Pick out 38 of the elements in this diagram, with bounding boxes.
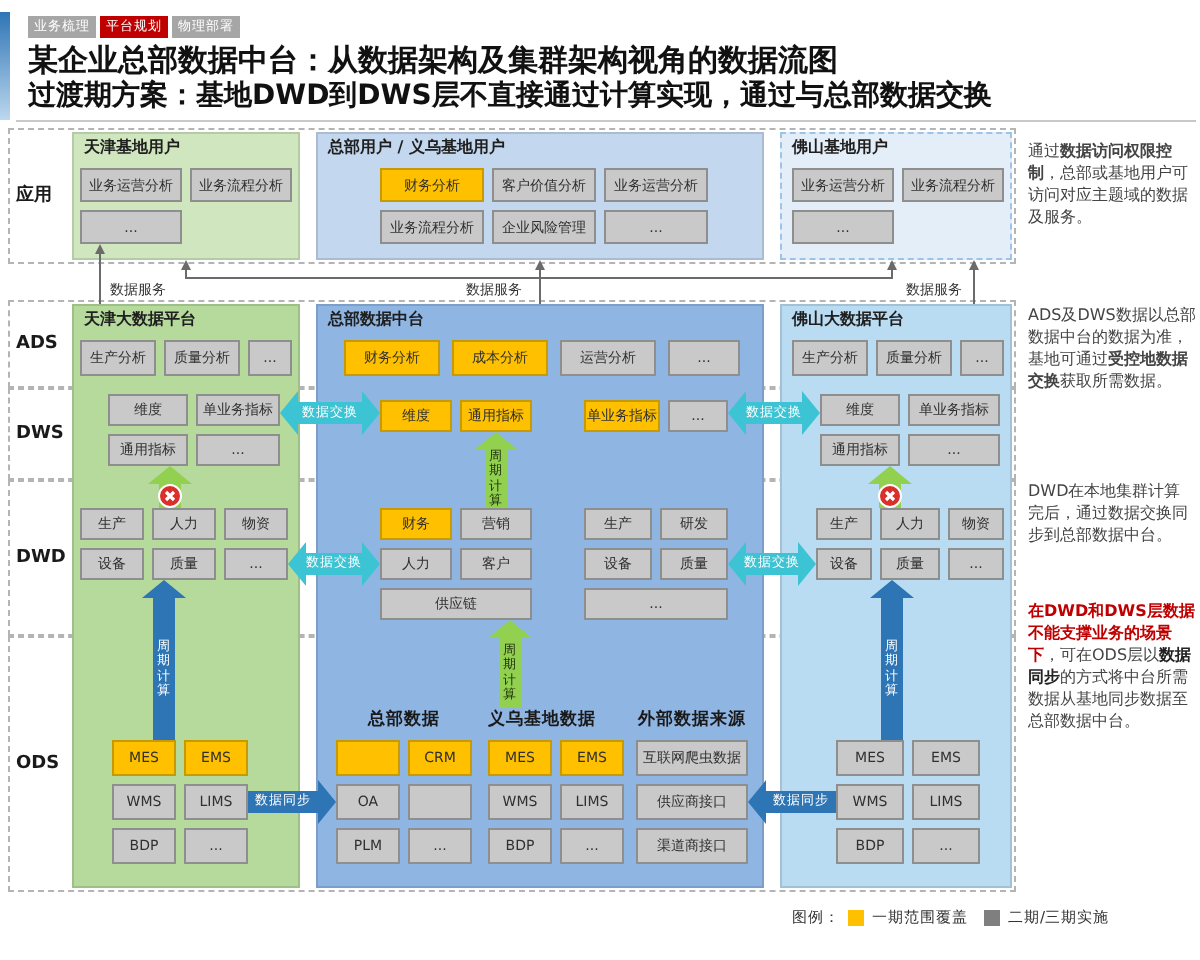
panel-title: 总部数据中台 <box>328 310 424 330</box>
panel-title: 总部用户 / 义乌基地用户 <box>328 138 505 158</box>
group-heading: 总部数据 <box>368 708 440 732</box>
block-arrow <box>474 432 518 508</box>
block-arrow <box>488 620 532 708</box>
note-text: DWD在本地集群计算完后，通过数据交换同步到总部数据中台。 <box>1028 480 1190 546</box>
panel-title: 天津大数据平台 <box>84 310 196 330</box>
layer-label: ADS <box>16 333 58 355</box>
block-arrow <box>728 542 816 586</box>
block-arrow <box>728 391 820 435</box>
block-arrow <box>748 780 836 824</box>
block-arrow <box>142 580 186 740</box>
group-heading: 外部数据来源 <box>638 708 746 732</box>
panel-title: 天津基地用户 <box>84 138 180 158</box>
platform-panel <box>72 304 300 888</box>
group-heading: 义乌基地数据 <box>488 708 596 732</box>
block-arrow <box>248 780 336 824</box>
block-arrow <box>288 542 380 586</box>
note-text: 通过数据访问权限控制，总部或基地用户可访问对应主题域的数据及服务。 <box>1028 140 1190 228</box>
panel-title: 佛山大数据平台 <box>792 310 904 330</box>
platform-panel <box>780 132 1012 260</box>
platform-panel <box>72 132 300 260</box>
block-arrow <box>870 580 914 740</box>
layer-label: ODS <box>16 753 60 775</box>
layer-label: DWD <box>16 547 66 569</box>
module-box <box>336 740 400 776</box>
diagram-subtitle: 过渡期方案：基地DWD到DWS层不直接通过计算实现，通过与总部数据交换 <box>28 80 992 114</box>
note-text: ADS及DWS数据以总部数据中台的数据为准，基地可通过受控地数据交换获取所需数据。 <box>1028 304 1196 392</box>
layer-label: DWS <box>16 423 64 445</box>
panel-title: 佛山基地用户 <box>792 138 888 158</box>
note-text: 在DWD和DWS层数据不能支撑业务的场景下，可在ODS层以数据同步的方式将中台所需数据从基地同步数据至总部数据中台。 <box>1028 600 1196 732</box>
layer-label: 应用 <box>16 185 52 207</box>
arrow <box>95 244 105 305</box>
platform-panel <box>316 132 764 260</box>
block-arrow <box>280 391 380 435</box>
diagram-title: 某企业总部数据中台：从数据架构及集群架构视角的数据流图 <box>28 42 838 78</box>
module-box <box>408 784 472 820</box>
arrow <box>969 260 979 305</box>
